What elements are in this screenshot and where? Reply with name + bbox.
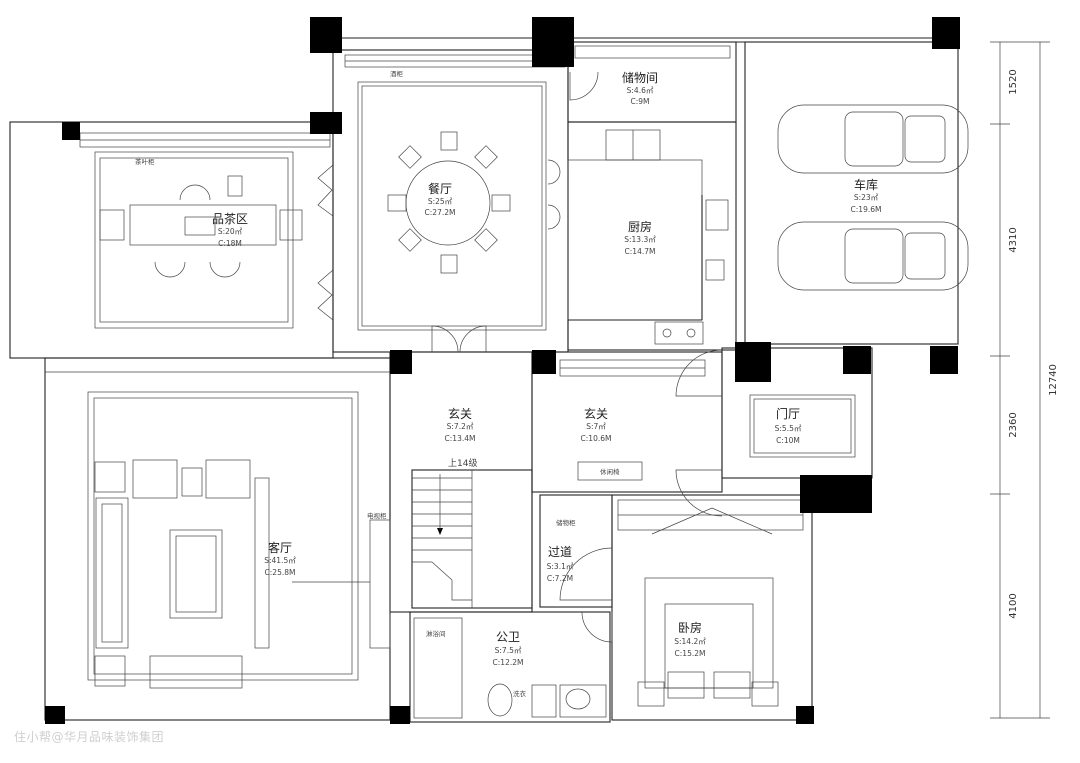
- room-area: S:4.6㎡: [627, 86, 654, 95]
- room-circumference: C:12.2M: [493, 658, 524, 667]
- room-circumference: C:27.2M: [425, 208, 456, 217]
- stairs-label: 上14级: [448, 457, 477, 469]
- wine-cabinet-label: 酒柜: [390, 69, 404, 78]
- room-label-kitchen: 厨房 S:13.3㎡ C:14.7M: [624, 219, 656, 256]
- room-label-dining: 餐厅 S:25㎡ C:27.2M: [425, 181, 456, 217]
- room-circumference: C:15.2M: [675, 649, 706, 658]
- room-name: 玄关: [584, 406, 608, 421]
- tv-cabinet-label: 电视柜: [367, 511, 387, 520]
- tea-cabinet-label: 茶叶柜: [135, 157, 155, 166]
- dimension-1520: 1520: [1008, 69, 1019, 94]
- room-area: S:13.3㎡: [624, 235, 656, 244]
- columns: [45, 17, 960, 724]
- washer-label: 洗衣: [513, 689, 527, 698]
- room-label-hall: 门厅 S:5.5㎡ C:10M: [775, 406, 802, 445]
- folding-doors: [317, 164, 334, 321]
- room-circumference: C:10.6M: [581, 434, 612, 443]
- room-name: 品茶区: [212, 211, 248, 226]
- room-label-corridor: 过道 S:3.1㎡ C:7.2M: [547, 545, 574, 583]
- shower-label: 淋浴间: [426, 629, 446, 638]
- room-label-bath: 公卫 S:7.5㎡ C:12.2M: [493, 630, 524, 667]
- room-name: 餐厅: [428, 181, 452, 196]
- watermark: 住小帮@华月品味装饰集团: [14, 730, 165, 744]
- room-label-living: 客厅 S:41.5㎡ C:25.8M: [264, 540, 296, 577]
- room-name: 储物间: [622, 70, 658, 85]
- tea-table: [99, 175, 303, 278]
- dimension-2360: 2360: [1008, 412, 1019, 437]
- kitchen-fixtures: [547, 129, 729, 345]
- room-name: 客厅: [268, 540, 292, 555]
- room-name: 卧房: [678, 620, 702, 635]
- cars: [777, 104, 969, 291]
- stairs-arrow: [437, 528, 443, 535]
- room-circumference: C:18M: [218, 239, 242, 248]
- room-name: 厨房: [628, 219, 652, 234]
- room-name: 过道: [548, 545, 572, 559]
- stair-treads: [412, 470, 473, 608]
- dimension-lines: 1520 4310 2360 4100 12740: [990, 41, 1059, 719]
- room-area: S:14.2㎡: [674, 637, 706, 646]
- room-area: S:23㎡: [854, 193, 879, 202]
- room-label-garage: 车库 S:23㎡ C:19.6M: [851, 177, 882, 214]
- room-circumference: C:13.4M: [445, 434, 476, 443]
- room-circumference: C:9M: [630, 97, 649, 106]
- walls: [9, 37, 959, 723]
- room-label-foyer-2: 玄关 S:7㎡ C:10.6M: [581, 406, 612, 443]
- bench-label: 休闲椅: [600, 467, 620, 476]
- bed: [637, 507, 779, 707]
- dimension-4310: 4310: [1008, 227, 1019, 252]
- room-area: S:20㎡: [218, 227, 243, 236]
- sofa-set: [94, 459, 391, 689]
- room-area: S:25㎡: [428, 197, 453, 206]
- room-circumference: C:25.8M: [265, 568, 296, 577]
- doors: [431, 71, 723, 643]
- room-name: 玄关: [448, 406, 472, 421]
- room-area: S:3.1㎡: [547, 562, 574, 571]
- room-name: 公卫: [496, 630, 520, 644]
- room-label-tea: 品茶区 S:20㎡ C:18M: [212, 211, 248, 248]
- room-area: S:7.5㎡: [495, 646, 522, 655]
- storage-cabinet-label: 储物柜: [556, 518, 576, 527]
- room-name: 门厅: [776, 406, 800, 421]
- room-circumference: C:19.6M: [851, 205, 882, 214]
- room-label-foyer-1: 玄关 S:7.2㎡ C:13.4M: [445, 406, 476, 443]
- bath-fixtures: [487, 683, 607, 718]
- room-area: S:5.5㎡: [775, 424, 802, 433]
- dining-table: [387, 131, 511, 274]
- room-label-bedroom: 卧房 S:14.2㎡ C:15.2M: [674, 620, 706, 658]
- room-area: S:41.5㎡: [264, 556, 296, 565]
- room-circumference: C:7.2M: [547, 574, 573, 583]
- room-area: S:7.2㎡: [447, 422, 474, 431]
- bench: [577, 461, 643, 481]
- room-label-storage: 储物间 S:4.6㎡ C:9M: [622, 70, 658, 106]
- room-area: S:7㎡: [586, 422, 606, 431]
- room-circumference: C:14.7M: [625, 247, 656, 256]
- room-circumference: C:10M: [776, 436, 800, 445]
- room-name: 车库: [854, 177, 878, 192]
- dimension-4100: 4100: [1008, 593, 1019, 618]
- dimension-total: 12740: [1048, 364, 1059, 396]
